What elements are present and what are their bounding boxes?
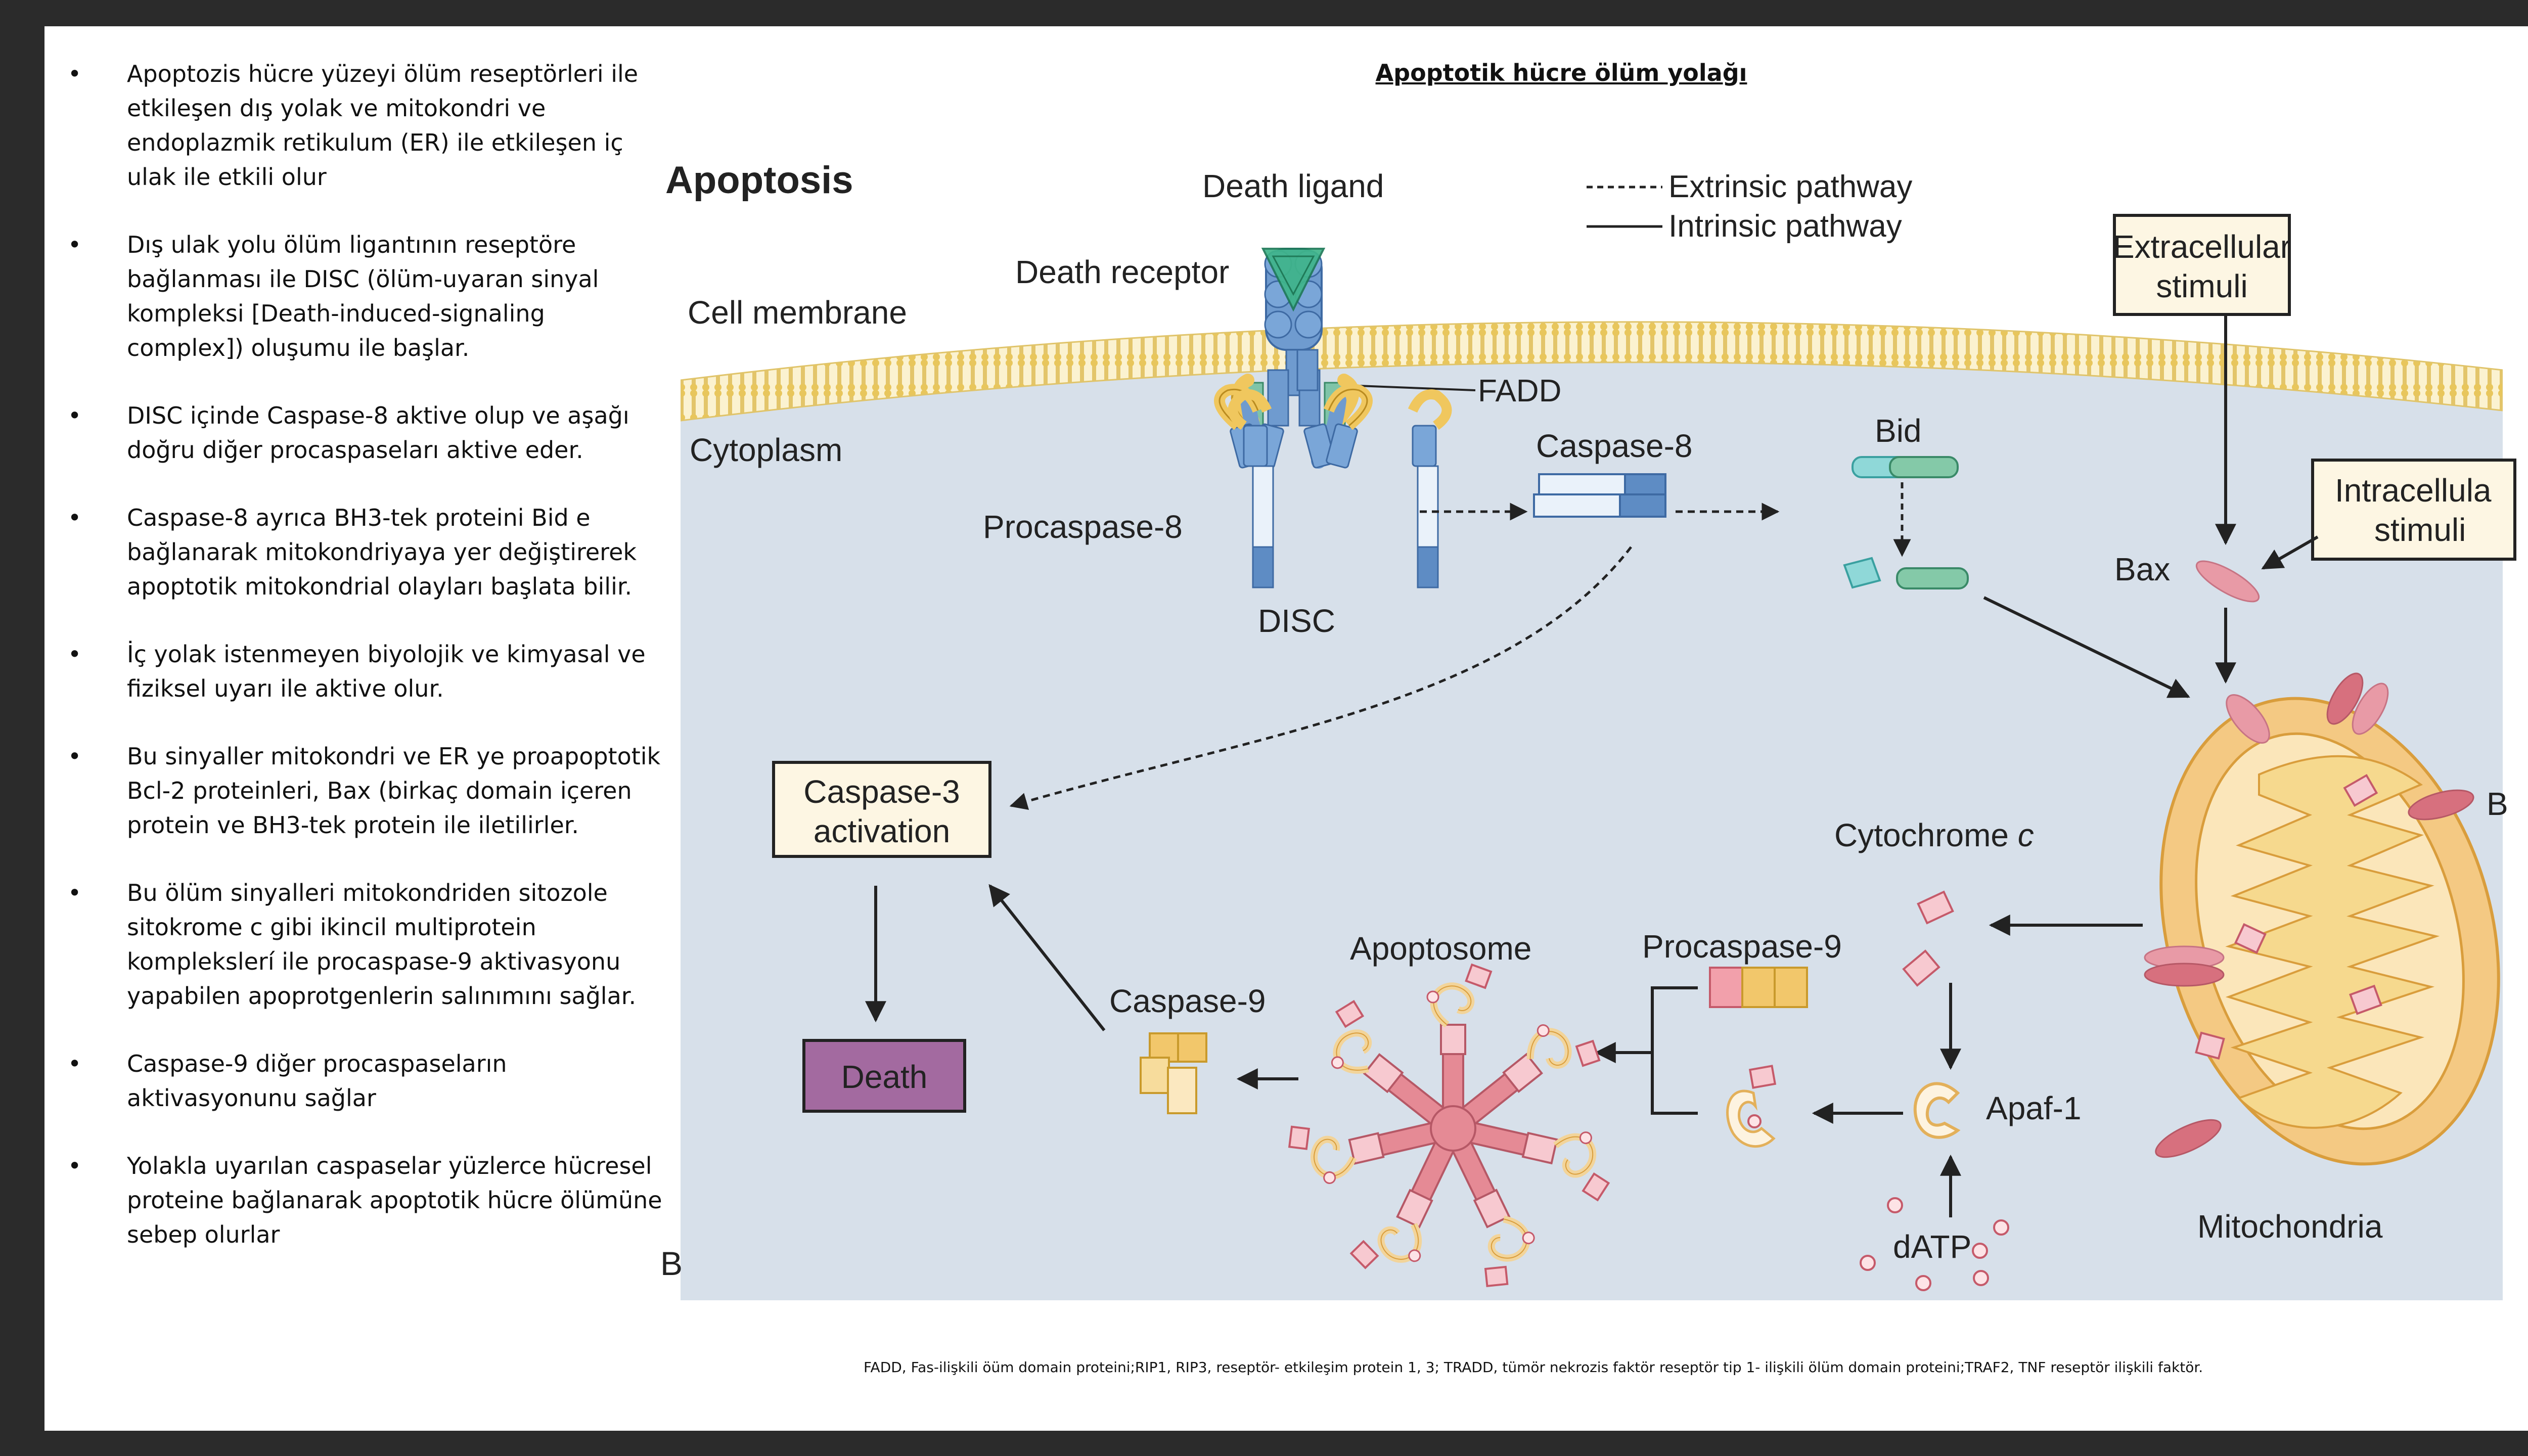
cytochrome-c-shapes — [1902, 890, 1954, 987]
death-receptor-complex — [1242, 248, 1476, 429]
apoptosome-label: Apoptosome — [1350, 930, 1531, 967]
slide-title: Apoptotik hücre ölüm yolağı — [1375, 59, 1747, 86]
disc-label: DISC — [1258, 603, 1335, 639]
bullet-item: Dış ulak yolu ölüm ligantının reseptöre … — [66, 228, 667, 365]
mitochondrion — [2144, 672, 2500, 1166]
panel-letter: B — [660, 1245, 683, 1282]
intracellular-label-2: stimuli — [2374, 512, 2466, 548]
procaspase9-label: Procaspase-9 — [1642, 928, 1842, 965]
mitochondria-label: Mitochondria — [2197, 1208, 2383, 1245]
caspase3-activation-box — [772, 761, 991, 858]
bullet-item: Bu sinyaller mitokondri ve ER ye proapop… — [66, 739, 667, 842]
bullet-list: Apoptozis hücre yüzeyi ölüm reseptörleri… — [66, 57, 667, 1285]
death-ligand-triangle — [1261, 248, 1326, 312]
apoptosome-shape — [1285, 963, 1618, 1292]
footnote: FADD, Fas-ilişkili öüm domain proteini;R… — [864, 1359, 2203, 1376]
procaspase9-shape — [1709, 967, 1808, 1008]
legend-intrinsic-label: Intrinsic pathway — [1668, 209, 1902, 244]
arrow-intracellular-bax — [2261, 535, 2319, 570]
extracellular-stimuli-box — [2113, 214, 2291, 316]
death-label: Death — [841, 1059, 928, 1095]
diagram-title: Apoptosis — [665, 159, 853, 202]
bid-label: Bid — [1875, 413, 1922, 449]
caspase8-label: Caspase-8 — [1536, 428, 1693, 464]
bullet-item: Apoptozis hücre yüzeyi ölüm reseptörleri… — [66, 57, 667, 194]
cell-membrane-label: Cell membrane — [688, 294, 907, 331]
apaf1-cytochrome-complex — [1726, 1065, 1777, 1148]
death-box — [802, 1039, 966, 1113]
bax-shape — [2195, 560, 2260, 603]
b-cut-label: B — [2487, 786, 2508, 822]
arrow-caspase9-caspase3 — [988, 884, 1106, 1031]
datp-label: dATP — [1893, 1228, 1971, 1265]
apaf1-shape — [1913, 1082, 1961, 1139]
arrow-tbid-mito — [1983, 596, 2190, 698]
intracellular-stimuli-box — [2311, 459, 2516, 561]
legend-extrinsic-label: Extrinsic pathway — [1668, 169, 1912, 204]
fadd-label: FADD — [1478, 374, 1561, 408]
bullet-item: İç yolak istenmeyen biyolojik ve kimyasa… — [66, 637, 667, 706]
tbid-shape — [1843, 557, 1969, 589]
bullet-item: Yolakla uyarılan caspaselar yüzlerce hüc… — [66, 1149, 667, 1252]
extracellular-label-1: Extracellular — [2113, 229, 2291, 265]
bullet-item: Bu ölüm sinyalleri mitokondriden sitozol… — [66, 876, 667, 1013]
arrow-casp8-casp3 — [1009, 546, 1632, 810]
death-receptor-label: Death receptor — [1015, 254, 1229, 290]
caspase9-shape — [1140, 1032, 1207, 1114]
disc-complex — [1214, 374, 1452, 588]
death-ligand-label: Death ligand — [1202, 168, 1384, 204]
cytoplasm-region — [681, 322, 2503, 1300]
apoptosis-diagram: Apoptosis B Extrinsic pathway Intrinsic … — [660, 159, 2516, 1300]
bid-shape — [1852, 456, 1959, 478]
bullet-item: Caspase-8 ayrıca BH3-tek proteini Bid e … — [66, 500, 667, 604]
apaf1-label: Apaf-1 — [1986, 1090, 2082, 1126]
caspase9-label: Caspase-9 — [1109, 983, 1266, 1019]
bullet-item: Caspase-9 diğer procaspaseların aktivasy… — [66, 1046, 667, 1115]
cytoplasm-label: Cytoplasm — [690, 432, 842, 468]
bax-label: Bax — [2114, 551, 2170, 587]
caspase3-label-2: activation — [814, 813, 950, 849]
cytochrome-label: Cytochrome c — [1834, 817, 2034, 853]
intracellular-label-1: Intracellula — [2335, 472, 2492, 509]
procaspase8-label: Procaspase-8 — [983, 509, 1183, 545]
bullet-item: DISC içinde Caspase-8 aktive olup ve aşa… — [66, 398, 667, 467]
slide: Apoptozis hücre yüzeyi ölüm reseptörleri… — [44, 26, 2528, 1431]
caspase3-label-1: Caspase-3 — [803, 774, 960, 810]
extracellular-label-2: stimuli — [2156, 268, 2247, 304]
bracket-connector — [1651, 986, 1698, 1115]
datp-dots — [1860, 1197, 2009, 1291]
caspase8-shape — [1533, 473, 1666, 518]
